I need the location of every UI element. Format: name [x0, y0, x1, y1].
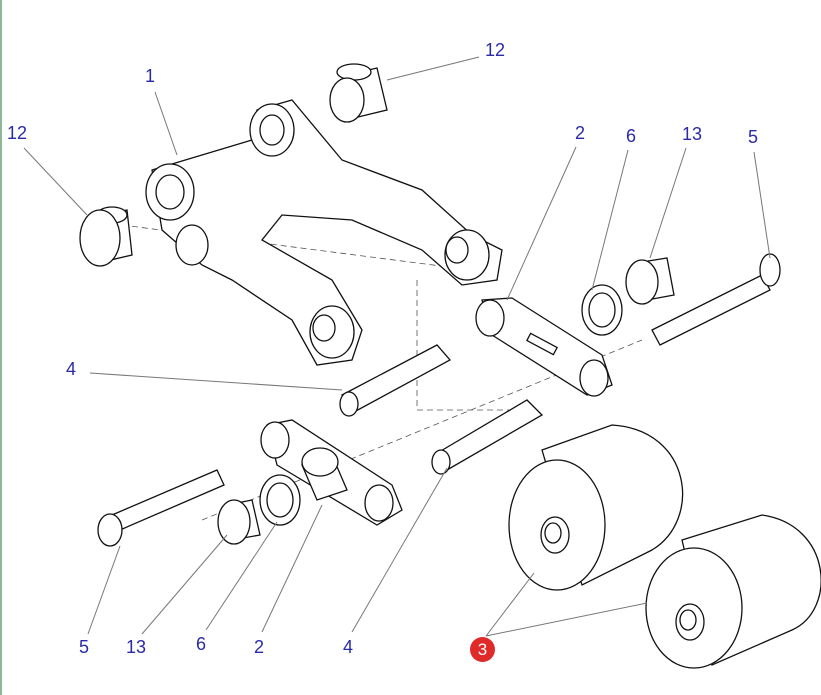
callout-1: 1: [145, 66, 156, 86]
callout-4-left: 4: [66, 359, 77, 379]
callout-3-highlight-badge[interactable]: 3: [470, 637, 495, 662]
callout-2-top: 2: [575, 123, 586, 143]
bracket-part-1: [145, 99, 503, 366]
callout-5-bottom: 5: [79, 637, 90, 657]
callout-5-top: 5: [748, 127, 759, 147]
ring-parts-6-13: [217, 257, 675, 545]
callout-13-bottom: 13: [126, 637, 147, 657]
roller-part-3: [508, 424, 821, 669]
link-plate-part-2: [260, 297, 613, 526]
callout-12-top: 12: [485, 40, 506, 60]
screw-part-5: [97, 253, 781, 547]
callout-2-bottom: 2: [254, 637, 265, 657]
callout-13-top: 13: [682, 124, 703, 144]
bushing-part-12: [79, 63, 388, 267]
leader-lines: [23, 56, 771, 637]
callout-12-left: 12: [7, 123, 28, 143]
callout-4-bottom: 4: [343, 637, 354, 657]
callout-6-top: 6: [626, 126, 637, 146]
callout-6-bottom: 6: [196, 634, 207, 654]
pin-part-4: [339, 344, 544, 475]
